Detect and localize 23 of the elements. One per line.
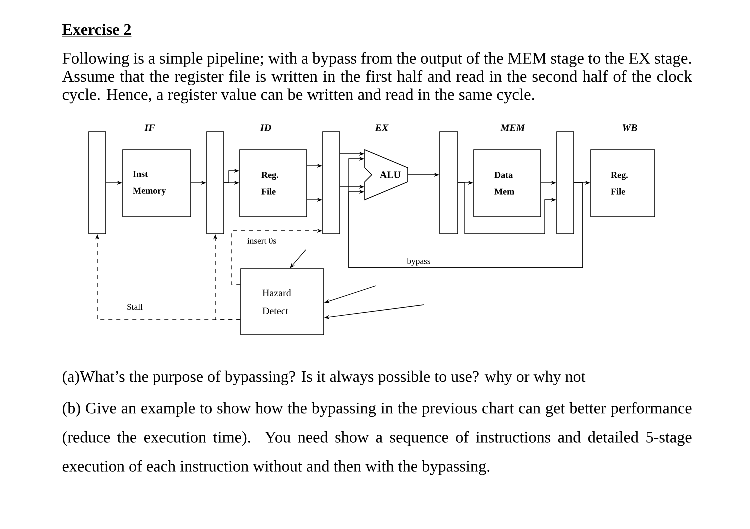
pipeline-register <box>440 132 458 234</box>
title: Exercise 2 <box>62 24 132 38</box>
edge-label: insert 0s <box>248 238 276 244</box>
stage-label: WB <box>622 124 638 132</box>
pipeline-register <box>556 132 574 234</box>
paragraph: Following is a simple pipeline; with a bypass from the output of the MEM stage to the EX stage. Assume that the register file is written in the first half and read in the second half of the clock cycle. Hence, a register value can be written and read in the same cycle. <box>62 52 692 104</box>
edge-label: Stall <box>128 304 143 310</box>
question: (b) Give an example to show how the bypassing in the previous chart can get better performance (reduce the execution time). You need show a sequence of instructions and detailed 5-stage execution of each instruction without and then with the bypassing. <box>62 402 692 476</box>
pipeline-register <box>322 132 340 234</box>
memory-box: Data Mem <box>474 150 542 218</box>
stage-label: EX <box>375 124 389 132</box>
stage-label: MEM <box>500 124 526 132</box>
edge-label: bypass <box>407 258 430 266</box>
pipeline-register <box>88 132 106 234</box>
pipeline-register <box>206 132 224 234</box>
stage-label: ID <box>260 124 272 132</box>
register-file-box: Reg. File <box>240 150 308 218</box>
question: (a)What’s the purpose of bypassing? Is it always possible to use? why or why not <box>62 370 586 386</box>
hazard-detect-box: Hazard Detect <box>240 268 324 336</box>
memory-box: Inst Memory <box>122 150 192 218</box>
stage-label: IF <box>144 124 156 132</box>
register-file-box: Reg. File <box>590 150 656 218</box>
arrow <box>348 182 584 268</box>
